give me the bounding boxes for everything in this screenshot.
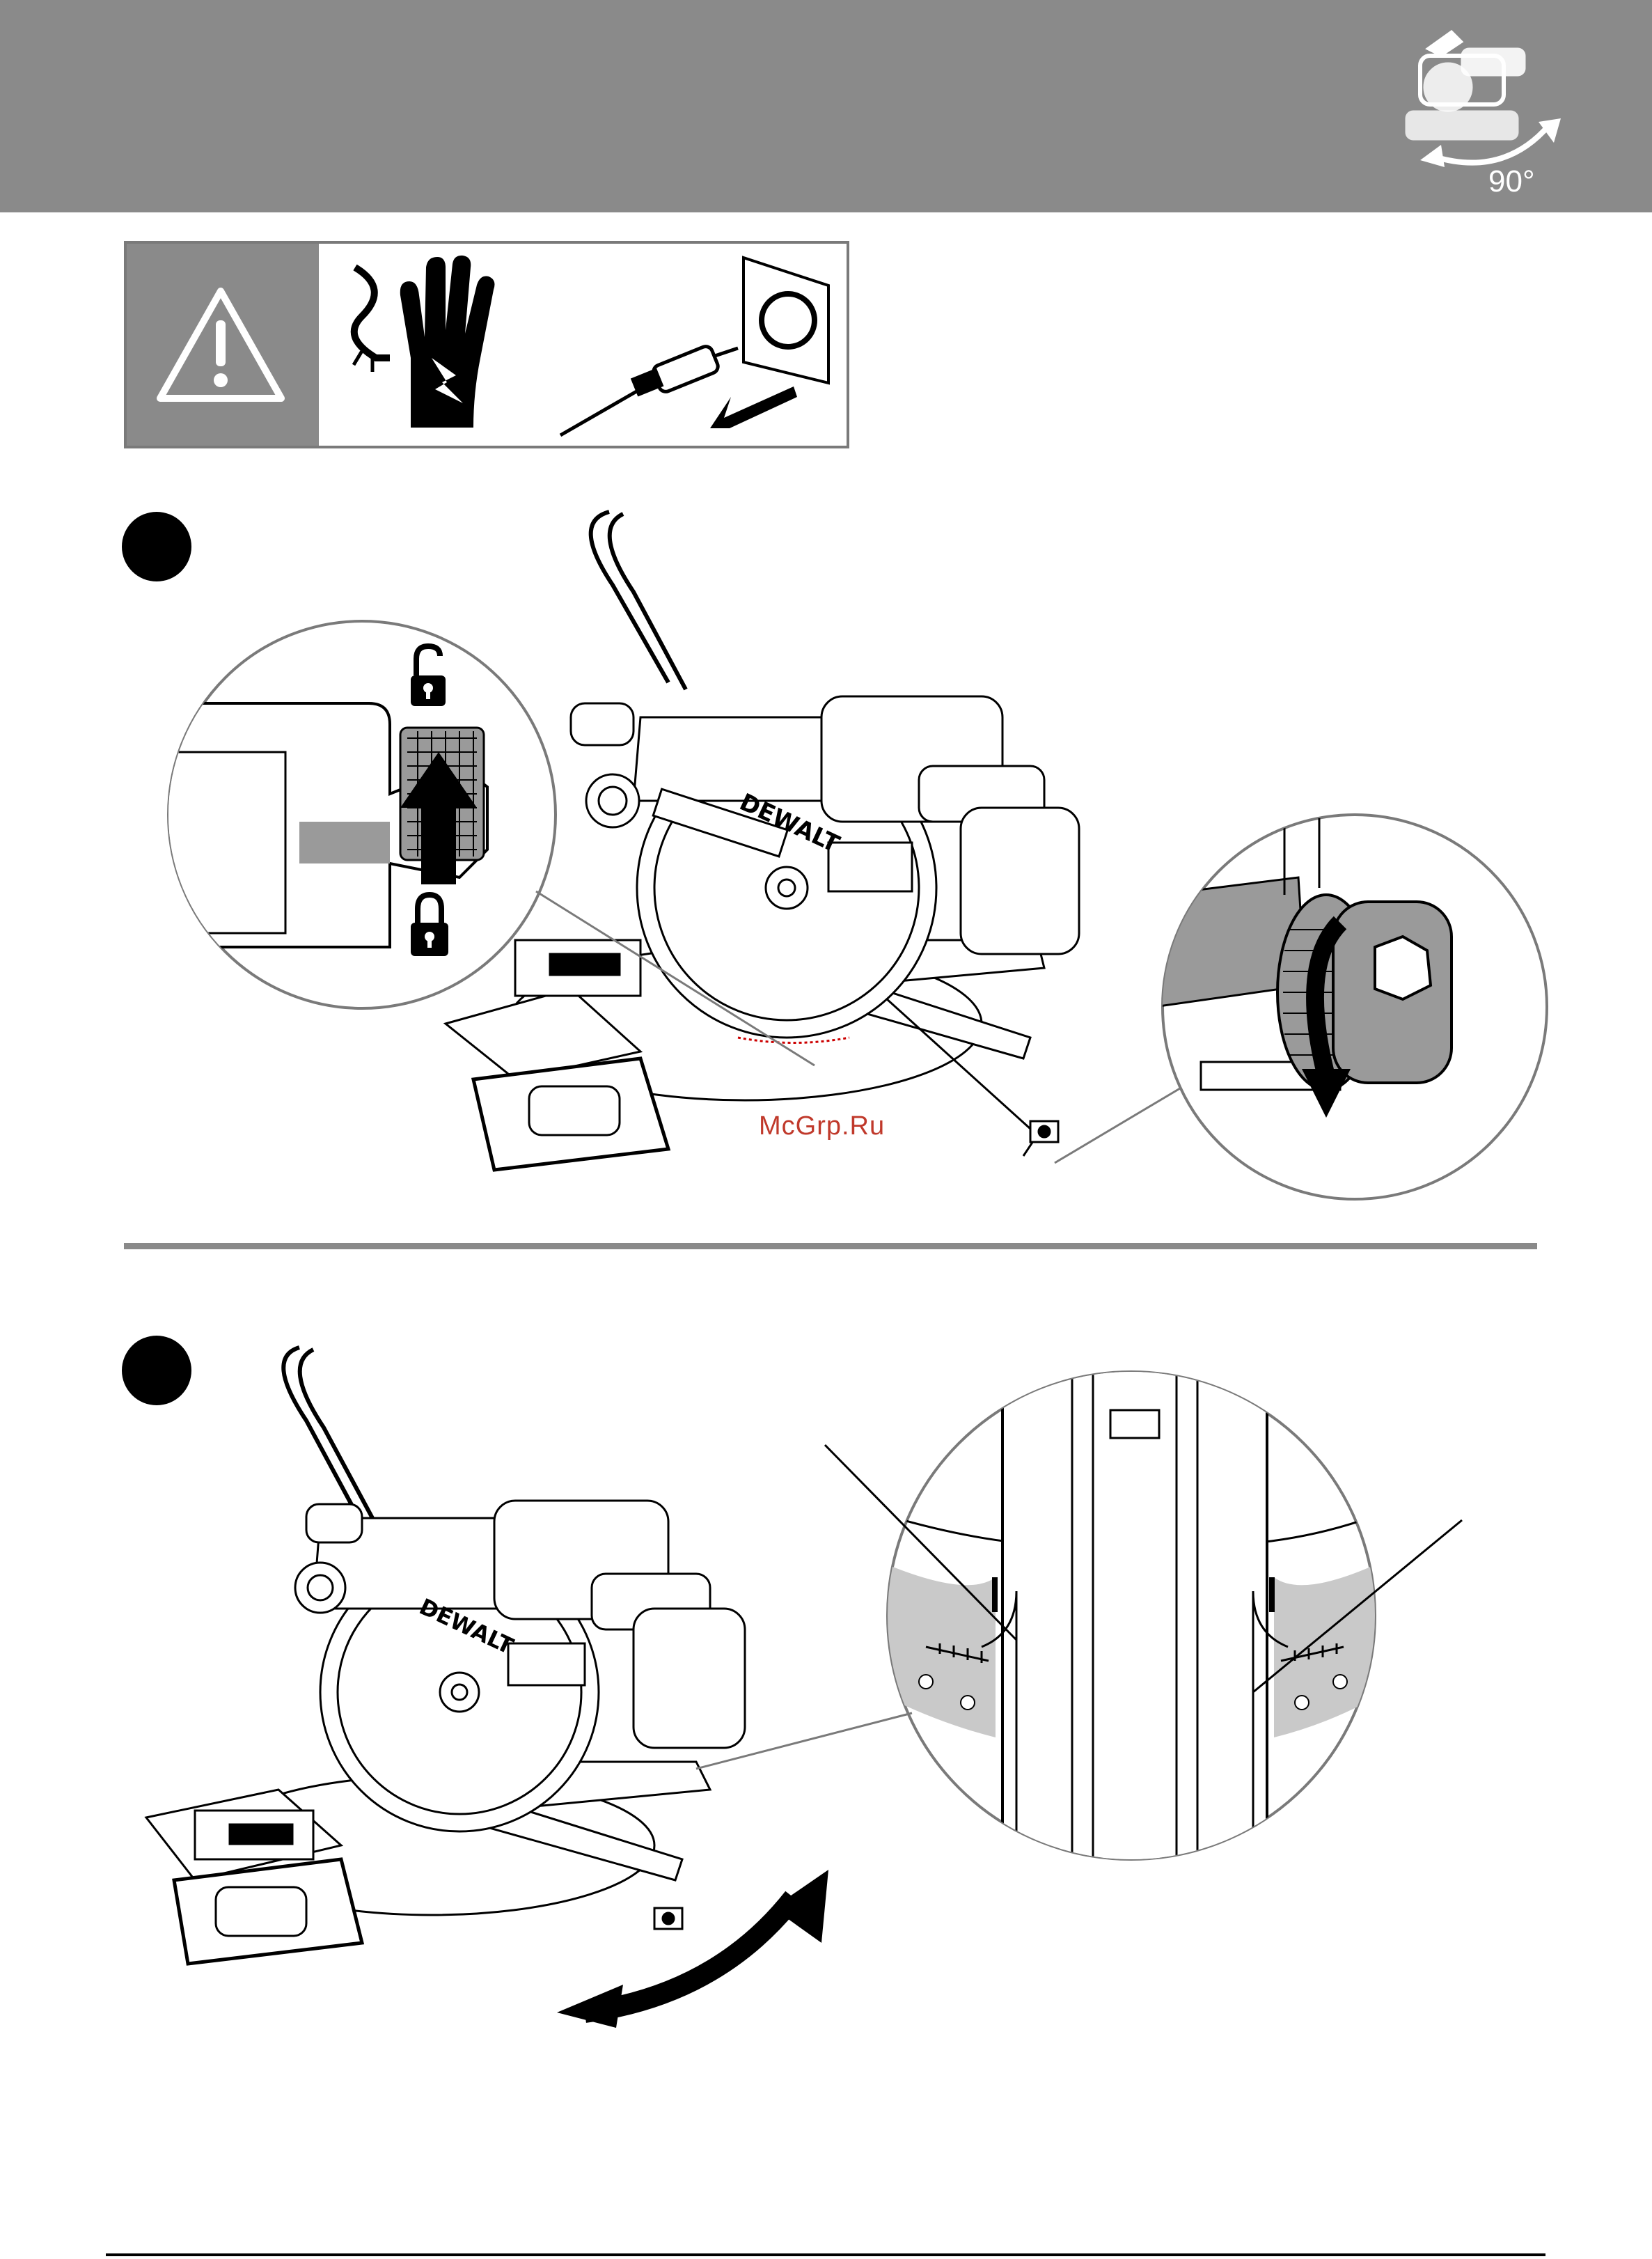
footer-rule — [106, 2253, 1545, 2256]
